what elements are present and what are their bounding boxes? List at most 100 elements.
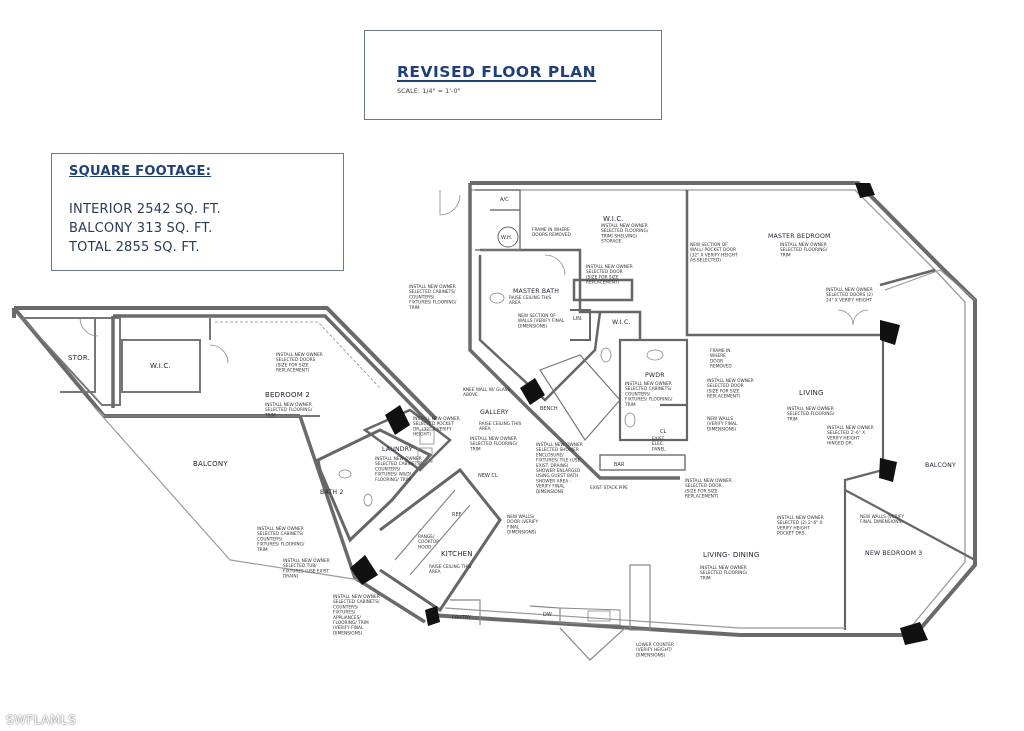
note-line: SELECTED FLOORING/	[601, 228, 649, 234]
room-ac: A/C	[500, 197, 509, 203]
note-line: NEW WALLS	[707, 416, 733, 422]
stor-wic-walls	[60, 318, 211, 393]
note-line: INSTALL NEW OWNER	[375, 456, 422, 462]
note-line: AREA	[429, 569, 441, 575]
south-windows	[444, 607, 845, 629]
note-line: INSTALL NEW OWNER	[685, 478, 732, 484]
balcony-left-outline	[21, 317, 320, 417]
master-bath-walls	[478, 255, 602, 402]
note-line: TRIM/ SHELVING/	[600, 233, 638, 239]
note-line: INSTALL NEW OWNER	[265, 402, 312, 408]
note-line: (VERIFY FINAL	[707, 421, 738, 427]
bath2-toilet	[363, 493, 373, 507]
note-line: (SIZE FOR SIZE	[685, 488, 718, 494]
note-line: RAISE CEILING THIS	[509, 295, 552, 301]
note-line: FIXTURES/	[333, 610, 356, 616]
note-line: SELECTED SHOWER	[536, 447, 579, 453]
note-line: DIMENSIONS)	[333, 630, 363, 636]
watermark: SWFLAMLS	[6, 713, 77, 727]
door-swing-5	[79, 317, 99, 337]
note-line: DIMENSIONS)	[518, 323, 548, 329]
note-line: SELECTED POCKET	[413, 421, 454, 427]
note-line: FRAME IN WHERE	[532, 227, 570, 233]
room-laundry: LAUNDRY	[382, 446, 413, 453]
note-line: NEW SECTION OF	[518, 313, 556, 319]
bedroom2-outline	[111, 314, 432, 624]
note-line: INSTALL NEW OWNER	[257, 526, 304, 532]
room-dw: DW	[543, 612, 552, 618]
note-line: EXIST STACK PIPE	[590, 485, 628, 491]
living-bedroom3-walls	[843, 335, 976, 630]
note-line: FLOORING/ TRIM	[333, 620, 369, 626]
title-block: REVISED FLOOR PLAN SCALE: 1/4" = 1'-0"	[364, 30, 662, 120]
column-2	[520, 378, 545, 405]
note-line: ELEC.	[652, 441, 664, 447]
note-line: FIXTURES/ FLOORING/	[625, 397, 673, 403]
note-n-lower-counter: LOWER COUNTER(VERIFY HEIGHT/DIMENSIONS)	[636, 642, 674, 658]
note-line: SELECTED DOOR	[707, 383, 744, 389]
kitchen-counters	[394, 489, 471, 576]
powder-walls	[618, 338, 689, 442]
balcony-left-rail	[94, 407, 361, 581]
note-line: ENCLOSURE/	[536, 452, 564, 458]
note-line: SELECTED 2'-6" X	[827, 430, 865, 436]
room-lin: LIN.	[573, 316, 583, 322]
note-line: SELECTED CABINETS/	[375, 461, 422, 467]
balcony-area: BALCONY 313 SQ. FT.	[69, 221, 213, 236]
note-line: REPLACEMENT)	[586, 280, 620, 286]
note-line: VERIFY HEIGHT	[777, 525, 810, 531]
note-line: SELECTED DOORS (2)	[826, 292, 873, 298]
note-line: SHOWER AREA -	[536, 478, 572, 484]
note-line: NEW WALLS (VERIFY	[860, 514, 904, 520]
note-line: (SIZE FOR SIZE	[276, 362, 309, 368]
room-pwdr: PWDR	[645, 372, 665, 379]
note-n-exist-stack: EXIST STACK PIPE	[590, 485, 628, 491]
note-line: SELECTED CABINETS/	[625, 386, 672, 392]
room-new-cl: NEW CL	[478, 473, 498, 479]
note-line: EXIST.	[652, 436, 665, 442]
dryer	[417, 447, 433, 463]
room-bath2: BATH 2	[320, 489, 344, 496]
note-line: SELECTED TUB/	[283, 563, 317, 569]
room-ref: REF	[452, 512, 462, 518]
note-line: DIMENSIONS	[536, 489, 564, 495]
room-wic-left: W.I.C.	[150, 362, 171, 370]
plan-scale: SCALE: 1/4" = 1'-0"	[397, 87, 461, 95]
note-line: SELECTED FLOORING/	[780, 247, 828, 253]
note-line: POCKET DRS.	[777, 531, 806, 537]
note-line: TRIM	[264, 412, 276, 418]
room-new-bedroom3: NEW BEDROOM 3	[865, 550, 922, 557]
note-line: INSTALL NEW OWNER	[536, 442, 583, 448]
note-line: PANEL	[652, 446, 666, 452]
note-line: REPLACEMENT)	[707, 394, 741, 400]
note-line: (VERIFY HEIGHT/	[636, 647, 672, 653]
note-line: EXIST. DRAINS)	[536, 463, 569, 469]
note-line: SELECTED (2) 2'-6" X	[777, 520, 823, 526]
room-wh: W.H.	[501, 235, 513, 241]
room-bar: BAR	[614, 462, 625, 468]
mb-sink	[489, 292, 505, 304]
note-line: USING GUEST BATH	[536, 473, 578, 479]
exterior-inner-main	[470, 189, 966, 629]
note-line: INSTALL NEW OWNER	[283, 558, 330, 564]
balcony-right-rail	[884, 269, 976, 301]
note-line: REPLACEMENT)	[685, 494, 719, 500]
room-wic-mid: W.I.C.	[612, 319, 631, 326]
